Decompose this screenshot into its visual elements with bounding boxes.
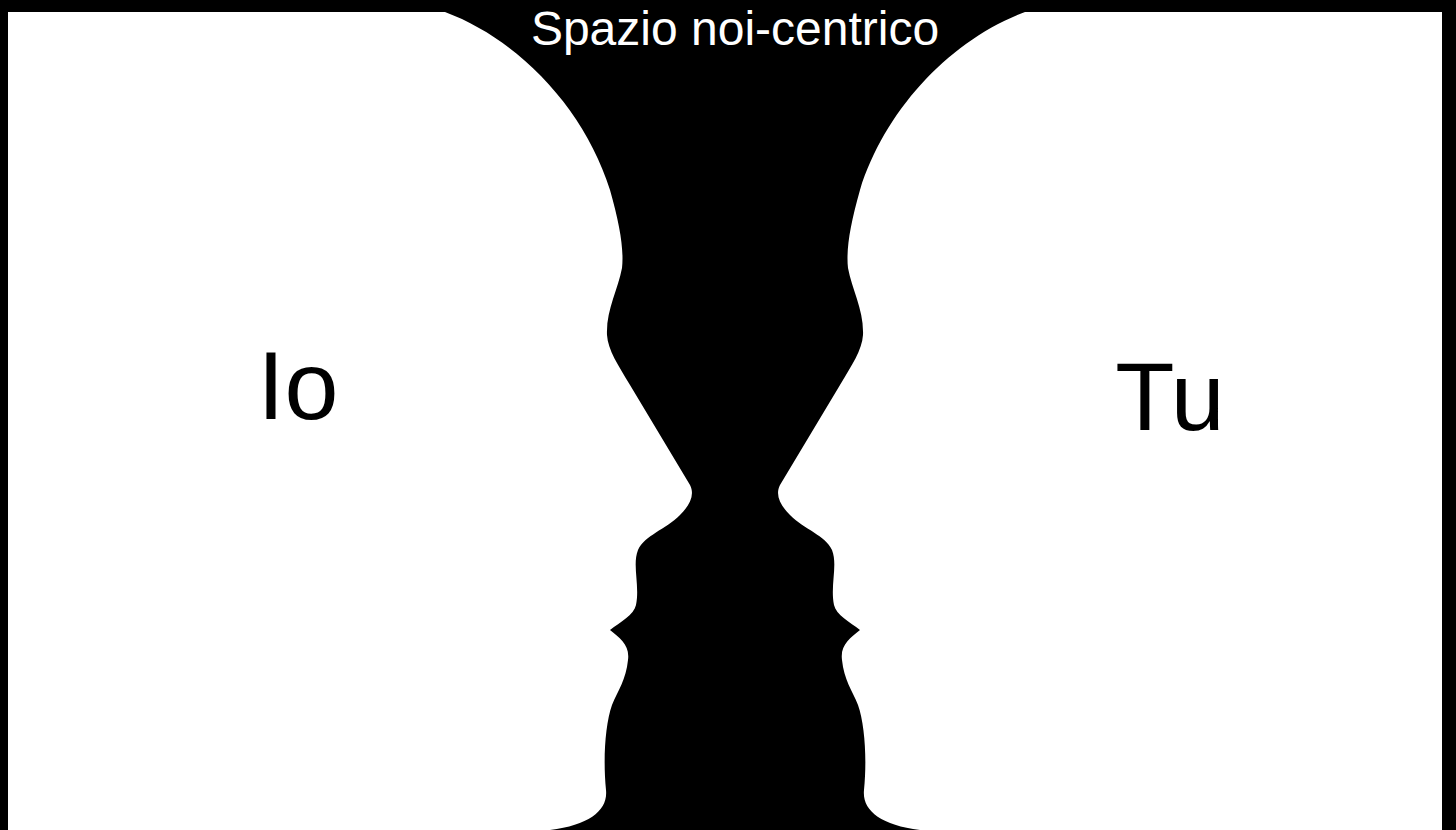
vase-label: Spazio noi-centrico xyxy=(527,1,944,58)
node-text: Tu xyxy=(1115,344,1225,451)
frame-edge xyxy=(1442,0,1456,830)
face-label: Io xyxy=(254,331,343,442)
right-face-group xyxy=(778,12,1456,830)
face-label: Tu xyxy=(1111,342,1229,453)
node-text: Spazio noi-centrico xyxy=(531,3,940,56)
node-text: Io xyxy=(258,333,339,440)
right-face-profile xyxy=(778,12,1456,830)
left-face-profile xyxy=(8,12,692,830)
